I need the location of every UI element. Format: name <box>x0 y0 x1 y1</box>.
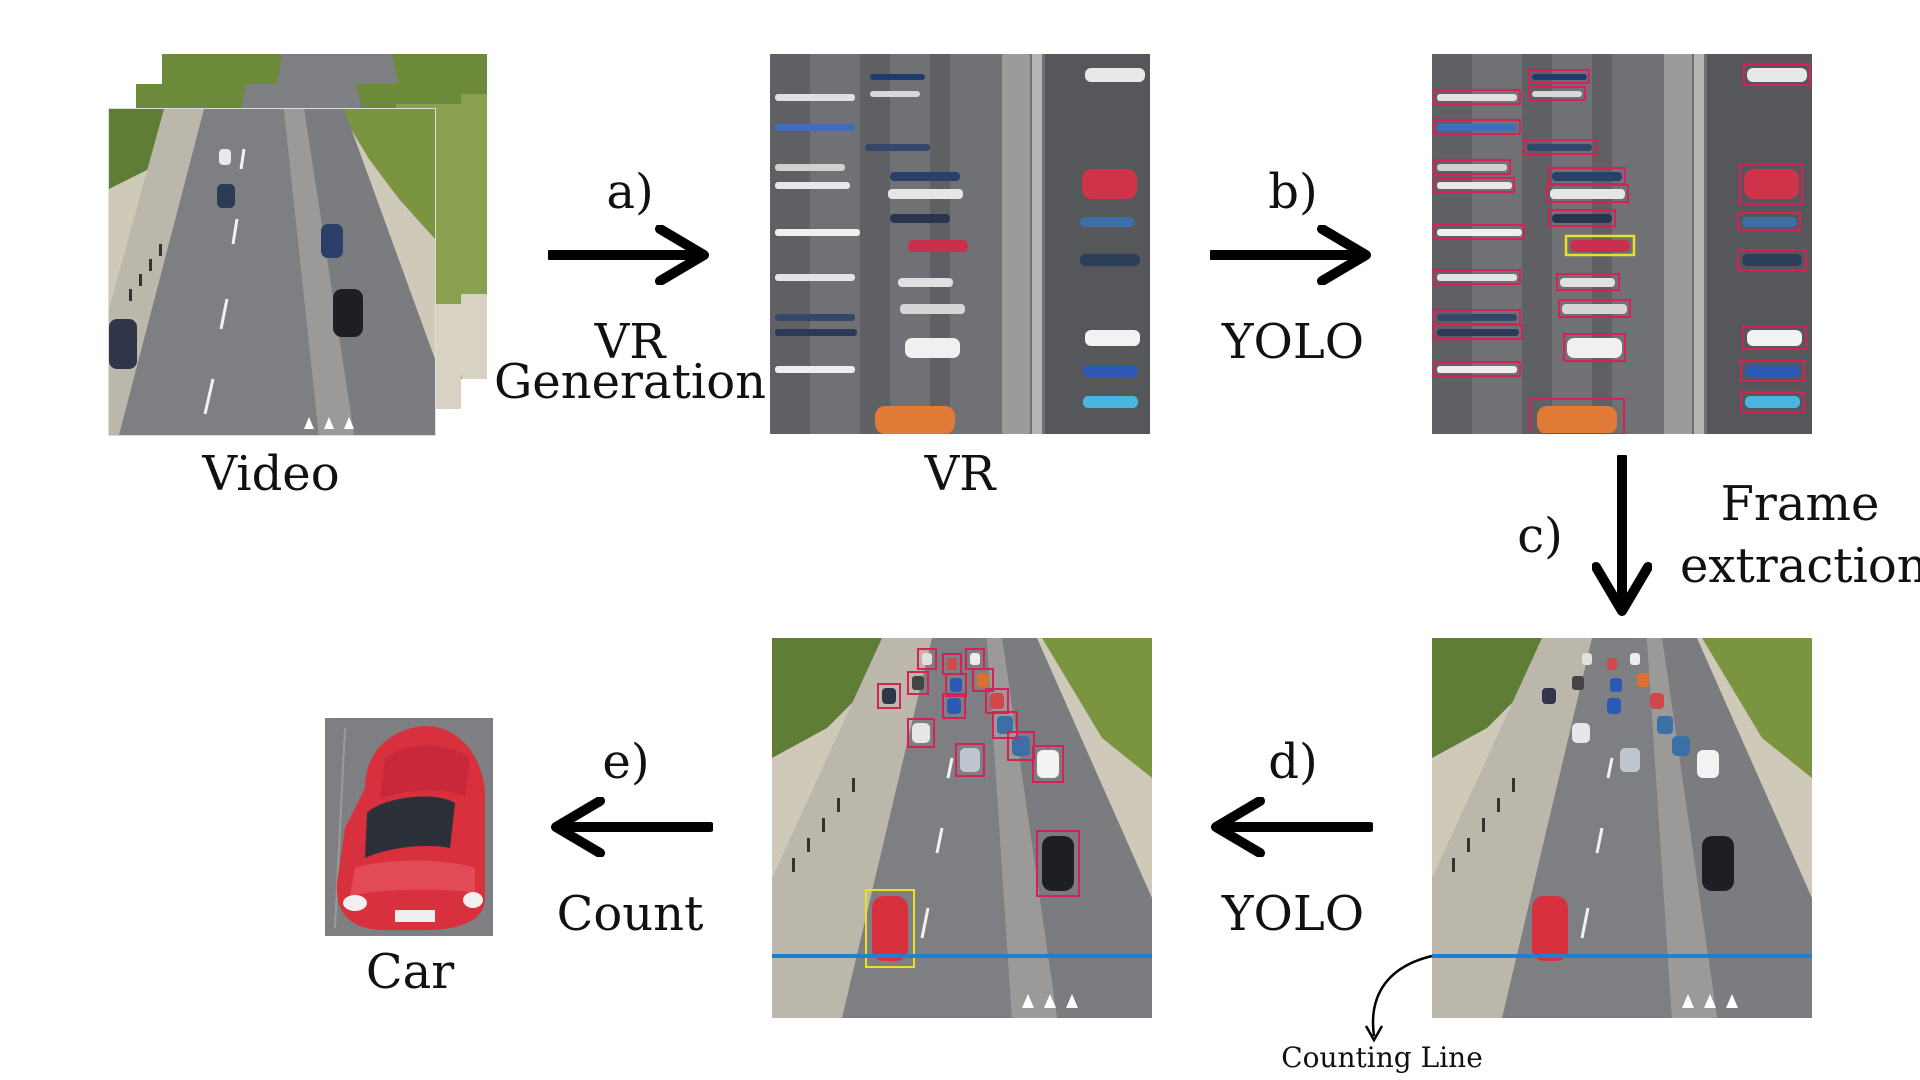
vr-detections-image <box>1432 54 1812 434</box>
step-a-caption-line1: VR <box>594 314 666 370</box>
step-c-caption-line2: extraction <box>1680 538 1920 594</box>
arrow-right-b <box>1210 225 1371 285</box>
vr-label: VR <box>924 446 996 502</box>
extracted-frame-image <box>1432 638 1812 1018</box>
video-label: Video <box>202 446 340 502</box>
step-e-letter: e) <box>602 734 650 790</box>
video-frame-front <box>108 108 436 436</box>
arrow-left-d <box>1211 797 1373 857</box>
car-label: Car <box>365 944 455 1000</box>
step-a-caption-line2: Generation <box>493 354 767 410</box>
step-b-letter: b) <box>1268 164 1318 220</box>
step-a-letter: a) <box>606 164 654 220</box>
step-d-caption: YOLO <box>1221 886 1365 942</box>
counting-line-pointer <box>1364 954 1433 1043</box>
step-c-caption-line1: Frame <box>1720 476 1880 532</box>
arrow-right-a <box>548 225 709 285</box>
counting-line-label: Counting Line <box>1281 1041 1483 1074</box>
step-b-caption: YOLO <box>1221 314 1365 370</box>
step-c-letter: c) <box>1517 508 1563 564</box>
step-d-letter: d) <box>1268 734 1318 790</box>
step-e-caption: Count <box>556 886 704 942</box>
arrow-down-c <box>1592 455 1652 616</box>
vr-image <box>770 54 1150 434</box>
arrow-left-e <box>551 797 713 857</box>
frame-detections-image <box>772 638 1152 1018</box>
car-crop-image <box>325 718 493 936</box>
